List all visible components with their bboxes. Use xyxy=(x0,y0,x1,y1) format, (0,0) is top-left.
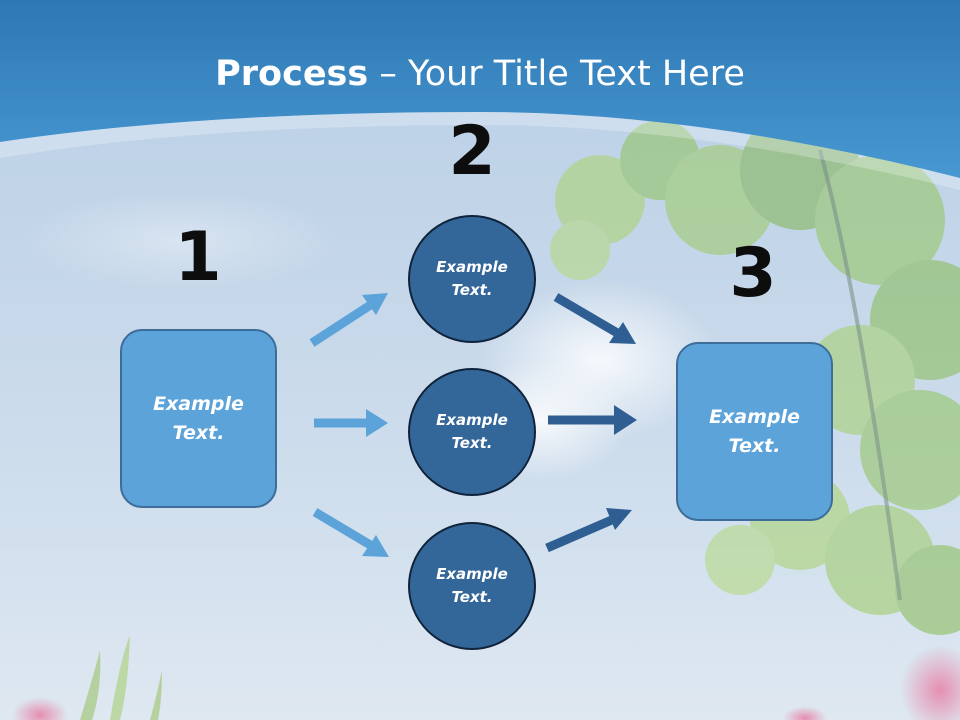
label-line: Example xyxy=(436,564,508,583)
foliage xyxy=(550,110,960,635)
label-line: Example xyxy=(153,393,244,415)
circle-label: Example Text. xyxy=(436,563,508,610)
circle-label: Example Text. xyxy=(436,409,508,456)
flower-shape xyxy=(783,706,827,720)
grass xyxy=(80,635,162,720)
arrow-right-light xyxy=(314,409,388,437)
label-line: Example xyxy=(709,406,800,428)
title-bold: Process xyxy=(215,54,369,94)
label-line: Text. xyxy=(451,588,493,606)
header-band xyxy=(0,0,960,178)
arrow-up-right-light xyxy=(309,293,388,347)
step-1-label: Example Text. xyxy=(153,390,244,447)
step-2-circle-bottom: Example Text. xyxy=(408,522,536,650)
cloud-shape xyxy=(20,190,340,290)
step-3-label: Example Text. xyxy=(709,403,800,460)
step-1-box: Example Text. xyxy=(120,329,277,508)
step-number-1: 1 xyxy=(174,218,222,297)
step-number-2: 2 xyxy=(448,112,496,191)
arrow-right-dark xyxy=(548,405,637,435)
arrow-down-right-light xyxy=(312,508,389,557)
slide-title: Process – Your Title Text Here xyxy=(0,54,960,94)
circle-label: Example Text. xyxy=(436,256,508,303)
step-number-3: 3 xyxy=(729,234,777,313)
label-line: Text. xyxy=(172,421,225,444)
step-2-circle-middle: Example Text. xyxy=(408,368,536,496)
arrow-up-right-dark xyxy=(545,508,632,553)
flower-shape xyxy=(12,697,68,720)
flower-shape xyxy=(900,645,960,720)
step-2-circle-top: Example Text. xyxy=(408,215,536,343)
label-line: Text. xyxy=(451,434,493,452)
header-highlight xyxy=(0,112,960,190)
arrow-down-right-dark xyxy=(553,293,636,344)
step-3-box: Example Text. xyxy=(676,342,833,521)
label-line: Text. xyxy=(451,281,493,299)
title-rest: – Your Title Text Here xyxy=(368,54,745,94)
label-line: Example xyxy=(436,257,508,276)
label-line: Example xyxy=(436,410,508,429)
label-line: Text. xyxy=(728,434,781,457)
